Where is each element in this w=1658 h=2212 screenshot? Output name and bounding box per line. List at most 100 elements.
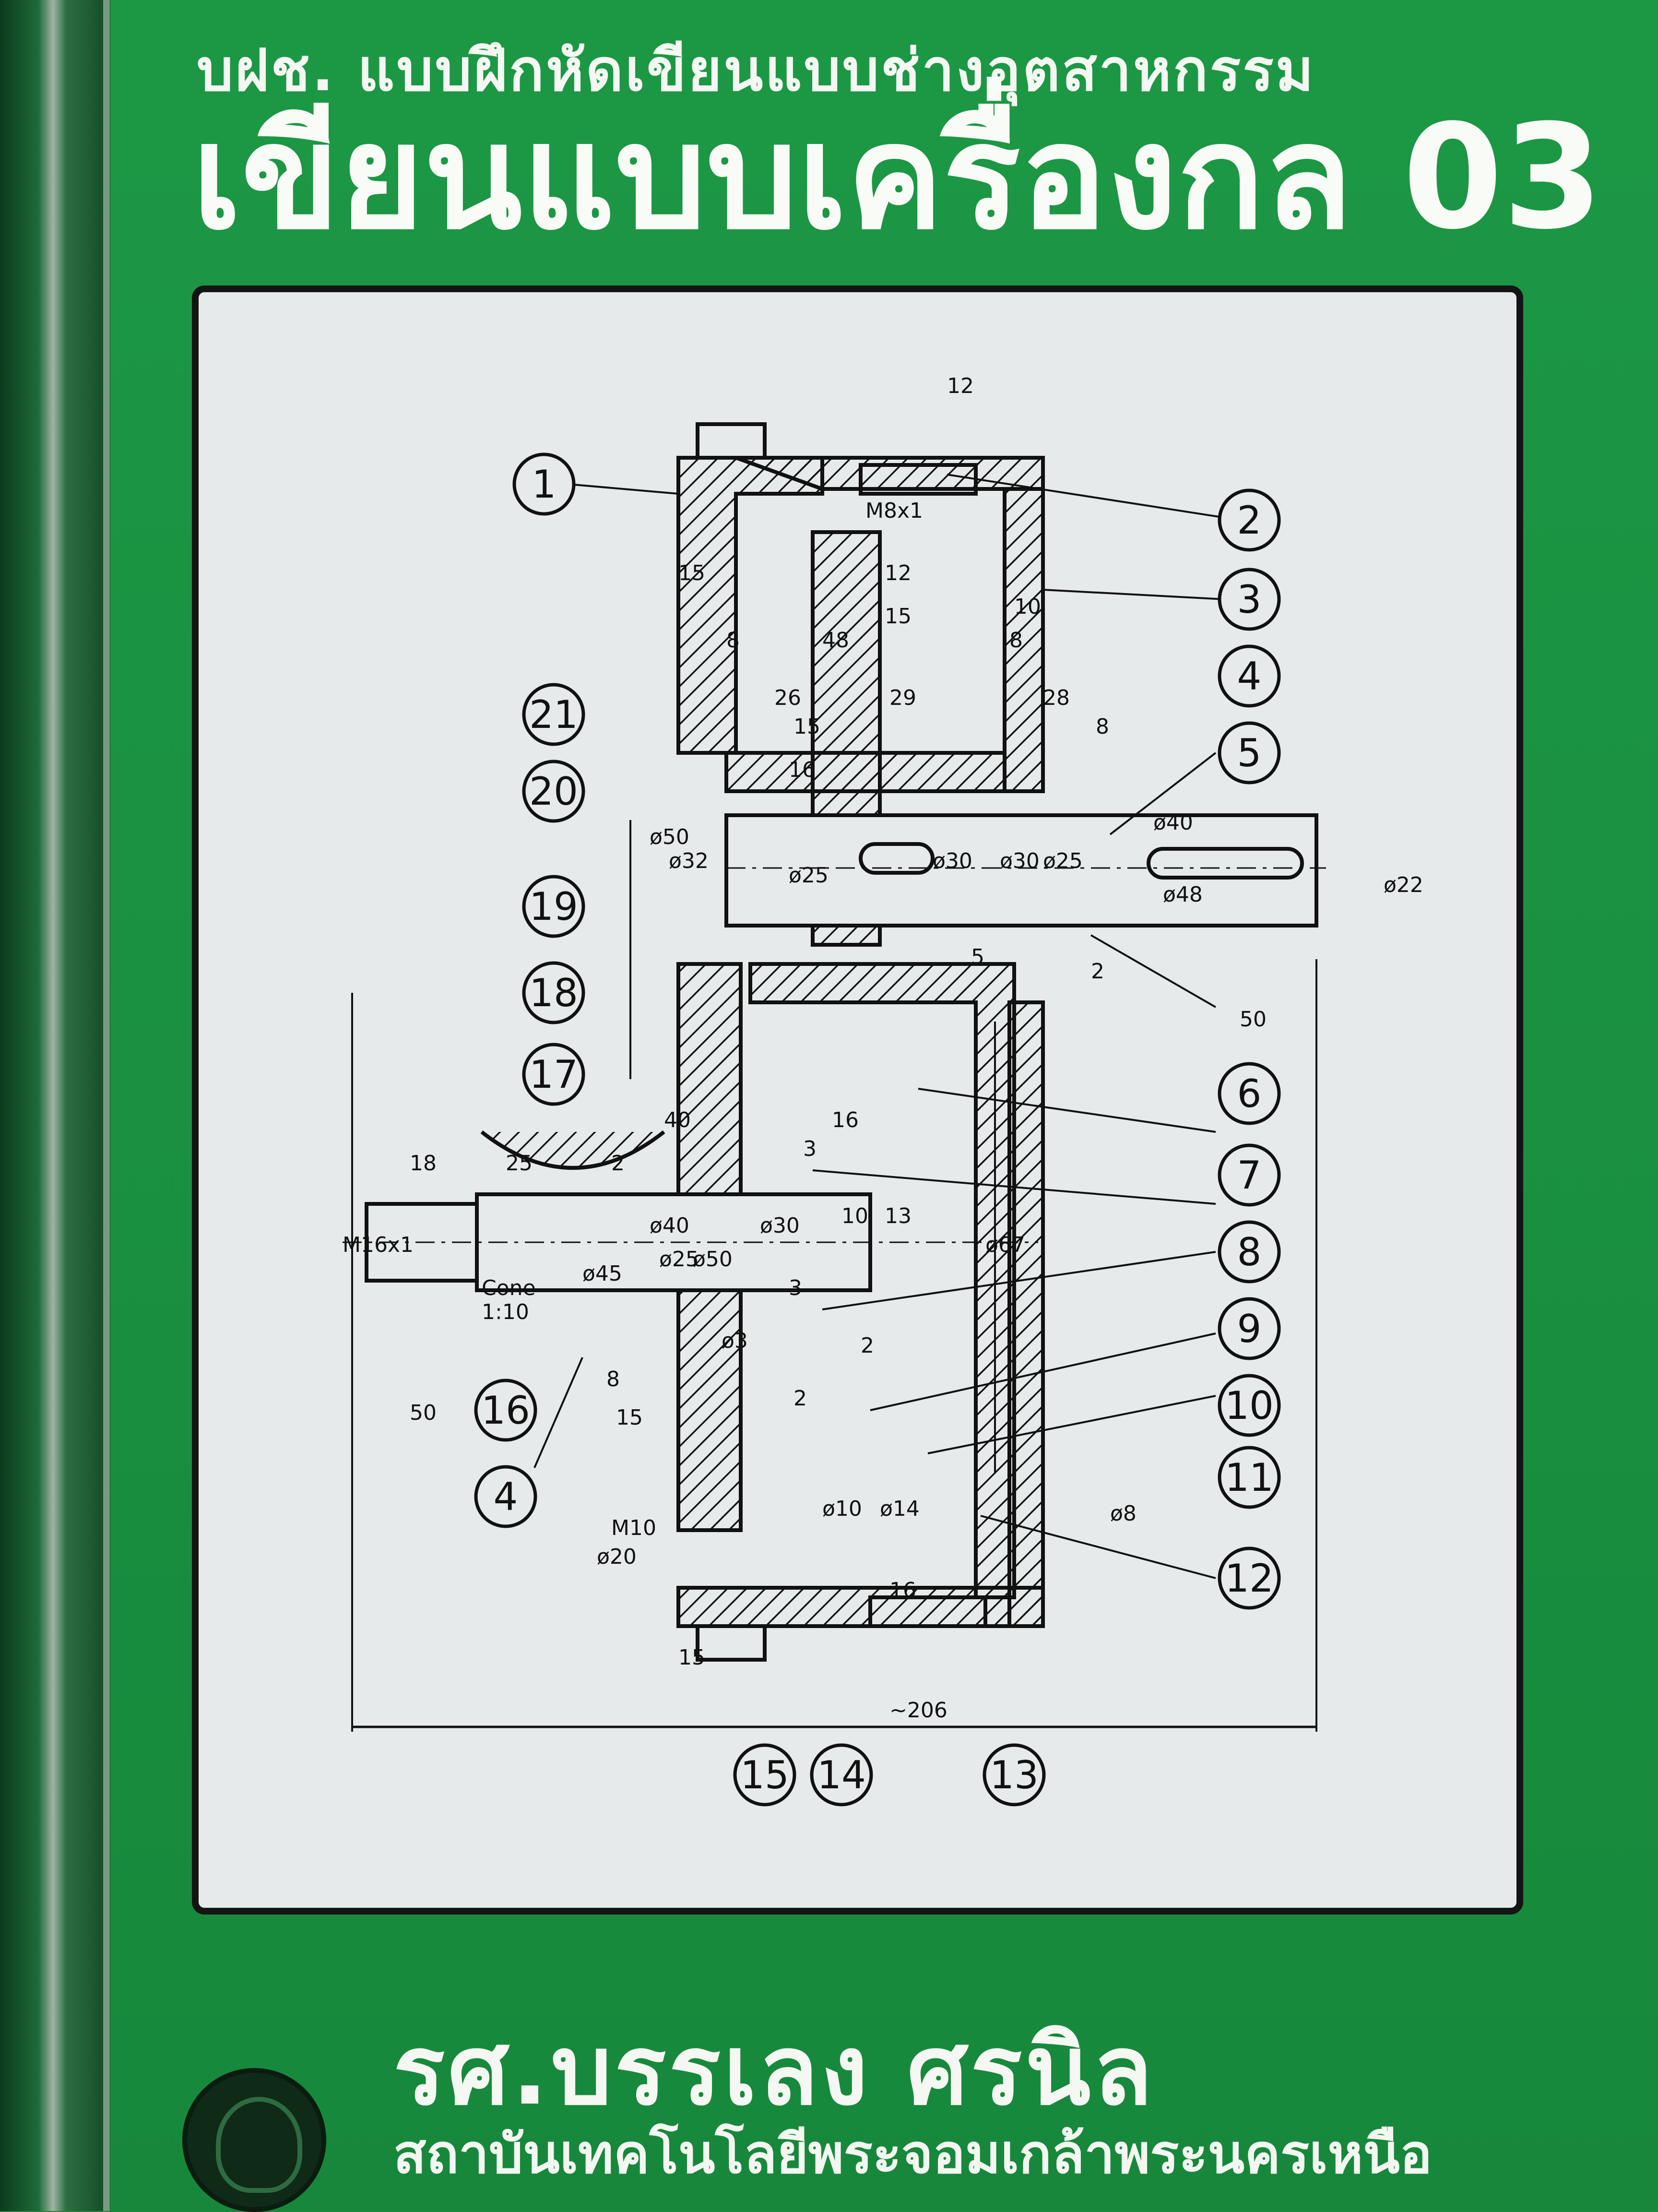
svg-text:ø8: ø8 [1110, 1501, 1137, 1526]
svg-text:3: 3 [803, 1137, 817, 1161]
svg-text:2: 2 [1237, 498, 1262, 543]
balloon-19: 19 [522, 875, 585, 938]
balloon-2: 2 [1218, 488, 1281, 552]
svg-text:8: 8 [1096, 714, 1109, 739]
svg-text:M10: M10 [611, 1516, 656, 1540]
svg-text:M8x1: M8x1 [865, 499, 923, 523]
balloon-6: 6 [1218, 1062, 1281, 1125]
svg-text:ø40: ø40 [1153, 810, 1193, 835]
svg-text:ø30: ø30 [933, 849, 972, 873]
gearbox-technical-drawing: 1 2 3 4 5 6 7 8 9 10 11 12 13 14 15 16 4… [343, 374, 1423, 1807]
svg-text:M16x1: M16x1 [343, 1233, 414, 1257]
svg-text:16: 16 [889, 1578, 916, 1603]
svg-text:8: 8 [726, 628, 740, 653]
svg-text:13: 13 [990, 1753, 1039, 1797]
bolt-right-bottom [868, 1595, 987, 1628]
spine-highlight [103, 0, 110, 2211]
book-spine [0, 0, 110, 2211]
svg-text:12: 12 [947, 374, 974, 398]
svg-text:6: 6 [1237, 1071, 1262, 1116]
svg-text:12: 12 [1225, 1556, 1274, 1601]
svg-text:2: 2 [611, 1151, 625, 1176]
svg-text:ø45: ø45 [582, 1261, 622, 1286]
svg-text:ø67: ø67 [985, 1233, 1025, 1257]
svg-text:ø20: ø20 [597, 1545, 637, 1569]
svg-text:3: 3 [789, 1276, 802, 1300]
svg-text:ø48: ø48 [1163, 882, 1203, 907]
svg-text:ø50: ø50 [693, 1247, 733, 1272]
svg-text:7: 7 [1237, 1153, 1262, 1198]
svg-text:Cone: Cone [482, 1276, 536, 1300]
svg-text:1:10: 1:10 [482, 1300, 529, 1324]
housing-bottom [676, 1586, 1045, 1628]
svg-text:13: 13 [885, 1204, 912, 1228]
balloon-15: 15 [733, 1743, 796, 1807]
svg-text:28: 28 [1043, 686, 1070, 710]
svg-text:40: 40 [664, 1108, 691, 1132]
author-name: รศ.บรรเลง ศรนิล [393, 2015, 1156, 2127]
balloon-4b: 4 [474, 1465, 537, 1528]
svg-text:12: 12 [885, 561, 912, 585]
svg-text:4: 4 [1237, 654, 1262, 699]
svg-text:ø30: ø30 [1000, 849, 1040, 873]
svg-text:16: 16 [832, 1108, 859, 1132]
svg-text:ø32: ø32 [669, 849, 709, 873]
svg-text:21: 21 [529, 692, 578, 737]
svg-text:29: 29 [889, 686, 916, 710]
svg-text:~206: ~206 [889, 1698, 947, 1723]
svg-text:ø22: ø22 [1384, 873, 1423, 897]
svg-text:10: 10 [1014, 595, 1041, 619]
svg-text:9: 9 [1237, 1307, 1262, 1351]
svg-text:10: 10 [841, 1204, 868, 1228]
svg-text:18: 18 [529, 971, 578, 1015]
housing-right-lower [1007, 1000, 1045, 1628]
svg-text:ø25: ø25 [659, 1247, 699, 1272]
svg-text:ø25: ø25 [1043, 849, 1083, 873]
svg-text:10: 10 [1225, 1383, 1274, 1428]
balloon-8: 8 [1218, 1220, 1281, 1284]
svg-text:5: 5 [971, 945, 984, 969]
series-title: บฝช. แบบฝึกหัดเขียนแบบช่างอุตสาหกรรม [197, 37, 1315, 104]
balloon-18: 18 [522, 961, 585, 1024]
svg-text:5: 5 [1237, 731, 1262, 775]
svg-text:20: 20 [529, 769, 578, 814]
svg-text:50: 50 [410, 1401, 437, 1425]
balloon-7: 7 [1218, 1143, 1281, 1207]
svg-text:2: 2 [861, 1333, 874, 1358]
institute-name: สถาบันเทคโนโลยีพระจอมเกล้าพระนครเหนือ [393, 2123, 1433, 2186]
svg-text:ø50: ø50 [650, 825, 689, 849]
balloon-11: 11 [1218, 1446, 1281, 1509]
balloon-14: 14 [810, 1743, 873, 1807]
balloon-9: 9 [1218, 1297, 1281, 1360]
balloon-4: 4 [1218, 644, 1281, 708]
svg-text:2: 2 [793, 1386, 807, 1411]
balloon-20: 20 [522, 760, 585, 823]
svg-text:ø14: ø14 [880, 1497, 920, 1521]
svg-text:ø25: ø25 [789, 863, 829, 888]
balloon-1: 1 [512, 452, 576, 516]
svg-text:ø40: ø40 [650, 1213, 689, 1238]
svg-text:15: 15 [793, 714, 820, 739]
svg-text:19: 19 [529, 884, 578, 929]
svg-text:ø30: ø30 [760, 1213, 800, 1238]
svg-text:17: 17 [529, 1052, 578, 1097]
svg-text:3: 3 [1237, 577, 1262, 622]
balloon-5: 5 [1218, 721, 1281, 785]
balloon-13: 13 [983, 1743, 1046, 1807]
svg-text:48: 48 [822, 628, 849, 653]
balloon-21: 21 [522, 683, 585, 746]
svg-text:1: 1 [532, 462, 557, 507]
svg-text:16: 16 [789, 758, 816, 782]
svg-text:15: 15 [678, 1645, 705, 1670]
bolt-bottom [696, 1624, 767, 1662]
drawing-panel: 1 2 3 4 5 6 7 8 9 10 11 12 13 14 15 16 4… [192, 285, 1523, 1915]
svg-text:25: 25 [506, 1151, 533, 1176]
svg-text:8: 8 [1009, 628, 1023, 653]
university-emblem-icon [182, 2068, 326, 2212]
upper-shaft-key [859, 842, 935, 875]
svg-text:11: 11 [1225, 1455, 1274, 1500]
svg-text:8: 8 [1237, 1230, 1262, 1274]
svg-text:ø10: ø10 [822, 1497, 862, 1521]
svg-text:14: 14 [817, 1753, 866, 1797]
output-key [1147, 847, 1304, 880]
